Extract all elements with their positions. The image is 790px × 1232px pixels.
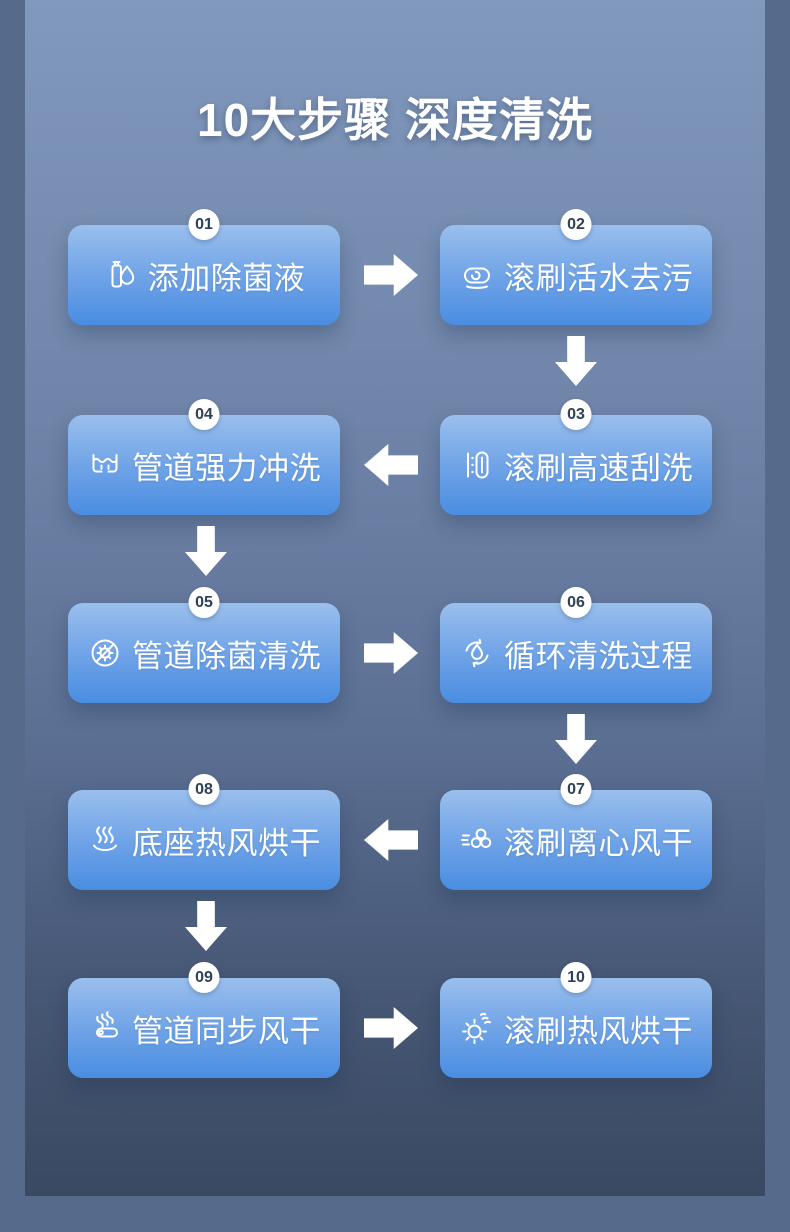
step-label: 管道除菌清洗 <box>132 638 321 674</box>
step-label: 添加除菌液 <box>147 260 306 296</box>
step-number-badge: 05 <box>188 587 220 618</box>
step-card-06: 06 循环清洗过程 <box>440 587 712 703</box>
step-card-03: 03 滚刷高速刮洗 <box>440 399 712 515</box>
step-label: 滚刷热风烘干 <box>504 1013 693 1049</box>
step-label: 循环清洗过程 <box>504 638 693 674</box>
step-number-badge: 01 <box>188 209 220 240</box>
step-card-07: 07 滚刷离心风干 <box>440 774 712 890</box>
step-label: 滚刷高速刮洗 <box>504 450 693 486</box>
step-label: 滚刷离心风干 <box>504 825 693 861</box>
heat-base-icon <box>87 822 123 858</box>
roller-scrape-icon <box>459 447 495 483</box>
step-card-10: 10 滚刷热风烘干 <box>440 962 712 1078</box>
fan-wind-icon <box>459 822 495 858</box>
step-card-05: 05 管道除菌清洗 <box>68 587 340 703</box>
step-number-badge: 03 <box>560 399 592 430</box>
step-label: 管道同步风干 <box>132 1013 321 1049</box>
step-card-09: 09 管道同步风干 <box>68 962 340 1078</box>
step-card-04: 04 管道强力冲洗 <box>68 399 340 515</box>
roller-swirl-icon <box>459 257 495 293</box>
step-label: 管道强力冲洗 <box>132 450 321 486</box>
step-card-08: 08 底座热风烘干 <box>68 774 340 890</box>
step-card-01: 01 添加除菌液 <box>68 209 340 325</box>
pipe-flush-icon <box>87 447 123 483</box>
cycle-droplet-icon <box>459 635 495 671</box>
step-number-badge: 07 <box>560 774 592 805</box>
page-title: 10大步骤 深度清洗 <box>197 94 593 146</box>
step-card-02: 02 滚刷活水去污 <box>440 209 712 325</box>
steam-pipe-icon <box>87 1010 123 1046</box>
step-number-badge: 04 <box>188 399 220 430</box>
step-number-badge: 02 <box>560 209 592 240</box>
sun-wind-icon <box>459 1010 495 1046</box>
step-label: 底座热风烘干 <box>132 825 321 861</box>
step-number-badge: 09 <box>188 962 220 993</box>
step-label: 滚刷活水去污 <box>504 260 693 296</box>
step-number-badge: 06 <box>560 587 592 618</box>
step-number-badge: 10 <box>560 962 592 993</box>
step-number-badge: 08 <box>188 774 220 805</box>
bottle-droplet-icon <box>103 257 139 293</box>
no-germ-icon <box>87 635 123 671</box>
